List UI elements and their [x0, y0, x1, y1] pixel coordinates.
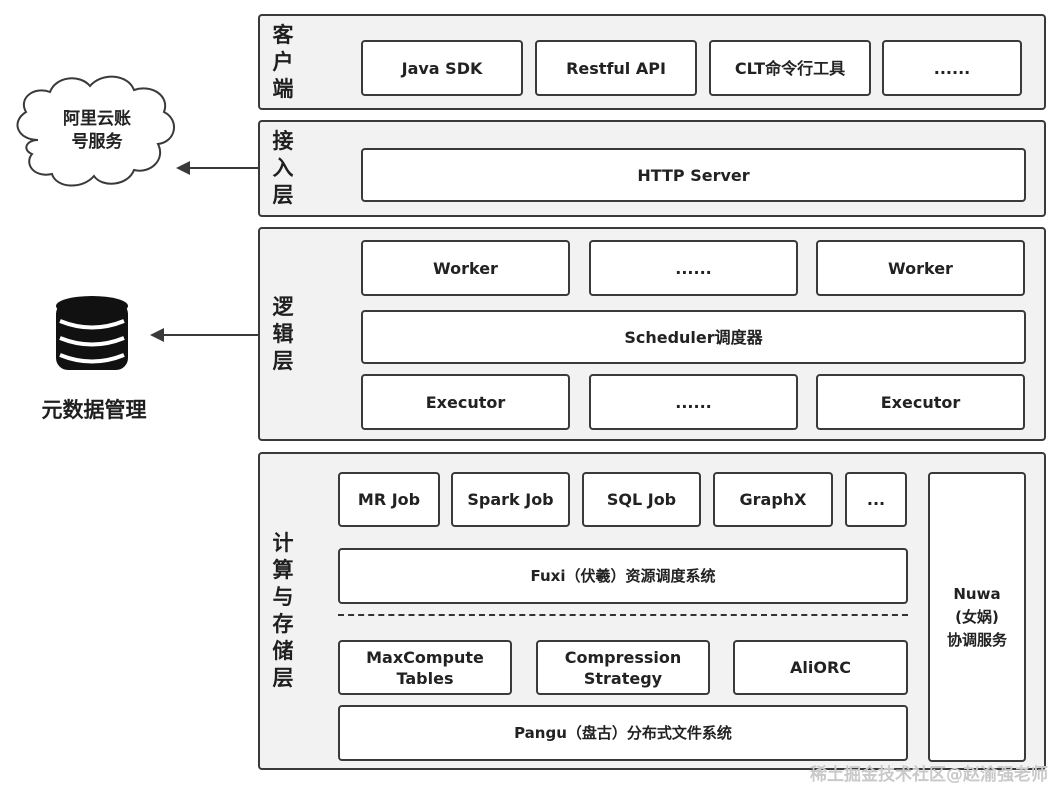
dashed-separator [338, 614, 908, 616]
worker-box: Worker [361, 240, 570, 296]
spark-job-box: Spark Job [451, 472, 570, 527]
client-layer-label: 客 户 端 [272, 22, 294, 101]
pangu-box: Pangu（盘古）分布式文件系统 [338, 705, 908, 761]
compute-storage-layer-label: 计 算 与 存 储 层 [272, 531, 294, 690]
metadata-label: 元数据管理 [41, 398, 147, 422]
aliorc-box: AliORC [733, 640, 908, 695]
worker-more-box: ...... [589, 240, 798, 296]
access-layer-label: 接 入 层 [272, 129, 294, 207]
java-sdk-box: Java SDK [361, 40, 523, 96]
fuxi-box: Fuxi（伏羲）资源调度系统 [338, 548, 908, 604]
watermark: 稀土掘金技术社区@赵渝强老师 [810, 765, 1048, 785]
arrow-to-account-service [176, 161, 258, 175]
cloud-icon [16, 75, 175, 187]
clt-tool-box: CLT命令行工具 [709, 40, 871, 96]
compression-strategy-box: Compression Strategy [536, 640, 710, 695]
client-more-box: ...... [882, 40, 1022, 96]
database-icon [56, 296, 128, 370]
scheduler-box: Scheduler调度器 [361, 310, 1026, 364]
mr-job-box: MR Job [338, 472, 440, 527]
maxcompute-tables-box: MaxCompute Tables [338, 640, 512, 695]
logic-layer-label: 逻 辑 层 [272, 294, 294, 373]
nuwa-box: Nuwa (女娲) 协调服务 [928, 472, 1026, 762]
jobs-more-box: ... [845, 472, 907, 527]
arrow-to-metadata [150, 328, 258, 342]
restful-api-box: Restful API [535, 40, 697, 96]
executor-box: Executor [816, 374, 1025, 430]
account-service-label: 阿里云账 号服务 [63, 109, 131, 152]
executor-box: Executor [361, 374, 570, 430]
http-server-box: HTTP Server [361, 148, 1026, 202]
graphx-box: GraphX [713, 472, 833, 527]
executor-more-box: ...... [589, 374, 798, 430]
worker-box: Worker [816, 240, 1025, 296]
sql-job-box: SQL Job [582, 472, 701, 527]
